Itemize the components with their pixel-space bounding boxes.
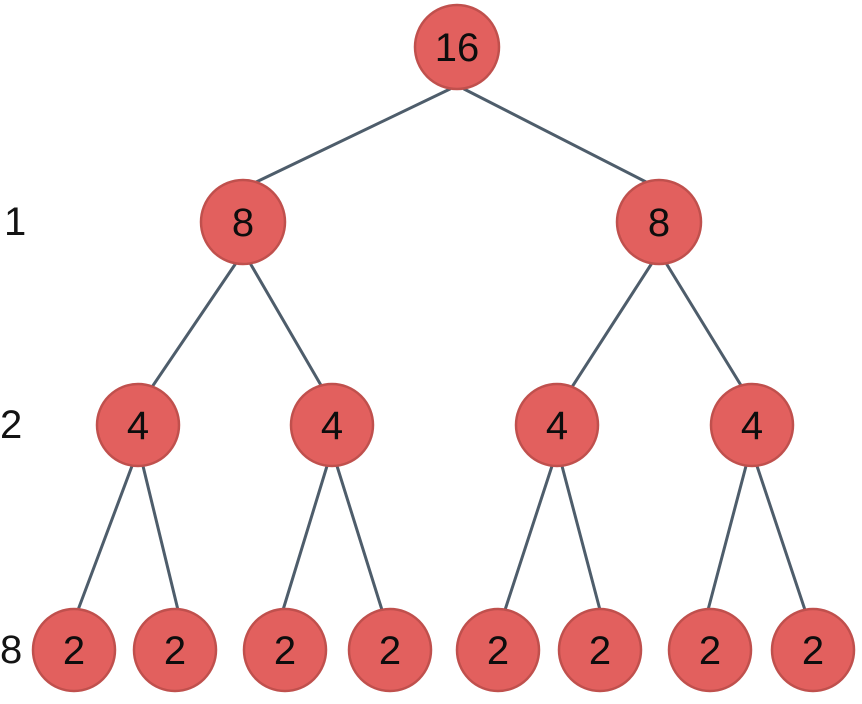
node-circle-n4	[289, 382, 375, 468]
node-label-n0: 16	[435, 26, 480, 70]
tree-node-n1[interactable]: 8	[199, 178, 287, 266]
tree-node-n7[interactable]: 2	[31, 607, 117, 693]
node-circle-n5	[514, 382, 600, 468]
tree-edge-n0-n2	[462, 87, 652, 186]
node-label-n7: 2	[63, 629, 85, 673]
level-label-1: 2	[0, 403, 22, 447]
tree-node-n6[interactable]: 4	[709, 382, 795, 468]
node-circle-n7	[31, 607, 117, 693]
tree-node-n12[interactable]: 2	[557, 607, 643, 693]
node-label-n14: 2	[802, 629, 824, 673]
tree-node-n2[interactable]: 8	[615, 178, 703, 266]
tree-node-n9[interactable]: 2	[242, 607, 328, 693]
node-label-n2: 8	[648, 201, 670, 245]
tree-node-n5[interactable]: 4	[514, 382, 600, 468]
node-circle-n13	[667, 607, 753, 693]
node-label-n10: 2	[379, 629, 401, 673]
node-label-n6: 4	[741, 404, 763, 448]
tree-edge-n5-n11	[503, 464, 554, 612]
node-circle-n0	[413, 3, 501, 91]
tree-node-n4[interactable]: 4	[289, 382, 375, 468]
node-label-n13: 2	[699, 629, 721, 673]
tree-node-n8[interactable]: 2	[132, 607, 218, 693]
node-circle-n2	[615, 178, 703, 266]
tree-edge-n6-n13	[706, 464, 748, 612]
node-circle-n3	[95, 382, 181, 468]
tree-edge-n2-n5	[570, 261, 654, 389]
node-circle-n6	[709, 382, 795, 468]
tree-edge-n5-n12	[560, 464, 602, 612]
node-circle-n11	[455, 607, 541, 693]
node-label-n5: 4	[546, 404, 568, 448]
tree-node-n14[interactable]: 2	[770, 607, 856, 693]
node-circle-n10	[347, 607, 433, 693]
tree-node-n10[interactable]: 2	[347, 607, 433, 693]
tree-node-n0[interactable]: 16	[413, 3, 501, 91]
tree-node-n11[interactable]: 2	[455, 607, 541, 693]
level-labels: 1 2 8	[0, 200, 26, 672]
node-label-n1: 8	[232, 201, 254, 245]
tree-edges	[76, 87, 807, 612]
node-circle-n9	[242, 607, 328, 693]
node-label-n9: 2	[274, 629, 296, 673]
tree-edge-n2-n6	[664, 261, 744, 389]
tree-node-n13[interactable]: 2	[667, 607, 753, 693]
tree-edge-n6-n14	[755, 464, 807, 612]
node-circle-n12	[557, 607, 643, 693]
node-circle-n14	[770, 607, 856, 693]
node-label-n12: 2	[589, 629, 611, 673]
tree-edge-n3-n7	[76, 464, 134, 612]
node-label-n4: 4	[321, 404, 343, 448]
tree-nodes: 16 8 8 4 4 4 4 2 2 2 2 2 2 2 2	[31, 3, 856, 693]
tree-edge-n4-n9	[281, 464, 329, 612]
tree-edge-n3-n8	[141, 464, 180, 612]
tree-edge-n4-n10	[335, 464, 384, 612]
tree-node-n3[interactable]: 4	[95, 382, 181, 468]
tree-edge-n0-n1	[250, 87, 452, 186]
tree-edge-n1-n4	[248, 261, 324, 389]
node-label-n3: 4	[127, 404, 149, 448]
node-circle-n8	[132, 607, 218, 693]
node-label-n11: 2	[487, 629, 509, 673]
tree-edge-n1-n3	[150, 261, 238, 389]
node-label-n8: 2	[164, 629, 186, 673]
level-label-2: 8	[0, 628, 22, 672]
node-circle-n1	[199, 178, 287, 266]
level-label-0: 1	[4, 200, 26, 244]
